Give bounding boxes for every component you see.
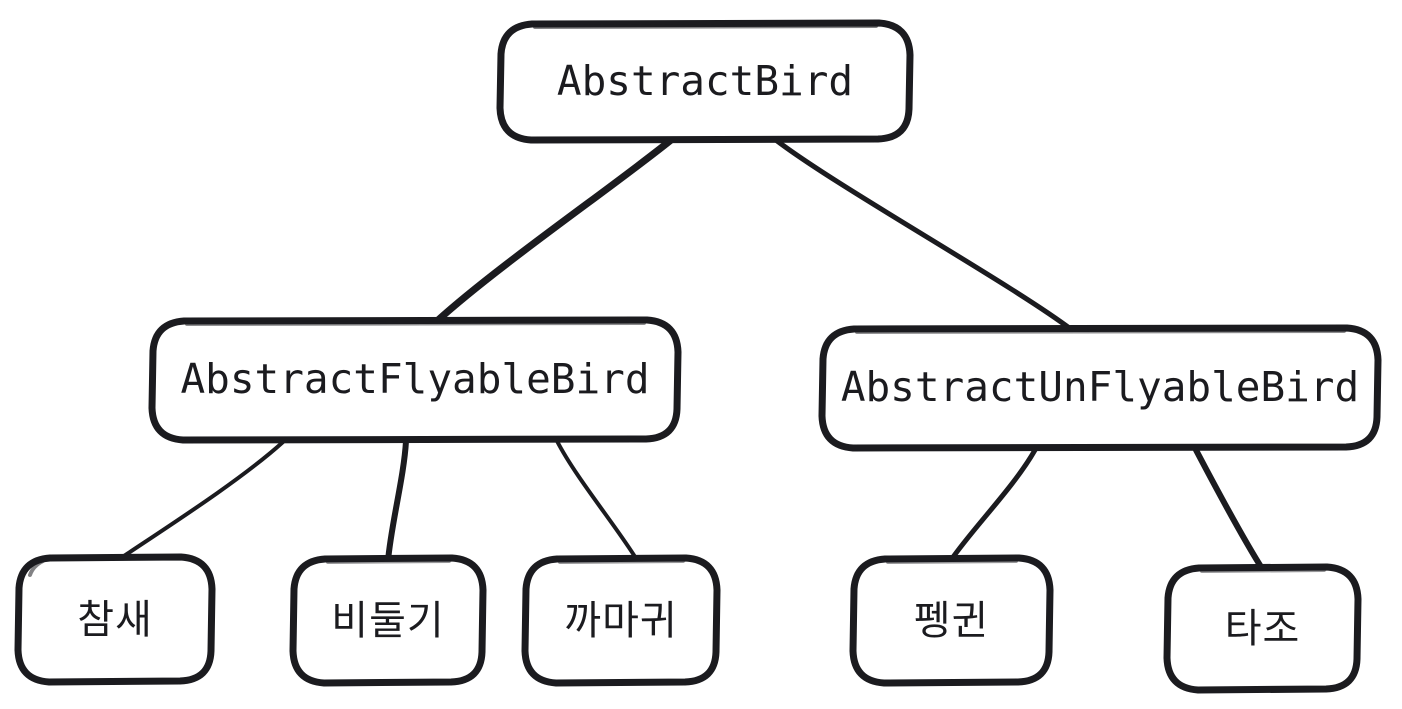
edge-abstractflyablebird-to-crow xyxy=(555,439,639,562)
edge-abstractflyablebird-to-sparrow xyxy=(116,440,285,562)
edge-abstractbird-to-abstractunflyablebird xyxy=(769,134,1075,333)
node-box-layer xyxy=(14,19,1382,694)
edge-layer xyxy=(116,132,1266,573)
node-box-pigeon[interactable] xyxy=(289,554,487,687)
edge-abstractbird-to-abstractflyablebird xyxy=(433,132,680,325)
edge-abstractunflyablebird-to-penguin xyxy=(948,447,1038,563)
edge-abstractflyablebird-to-pigeon xyxy=(385,438,409,564)
node-box-abstract-bird[interactable] xyxy=(496,19,914,144)
node-box-ostrich[interactable] xyxy=(1163,563,1362,694)
node-box-crow[interactable] xyxy=(521,554,721,687)
node-box-sparrow[interactable] xyxy=(14,553,216,686)
node-box-penguin[interactable] xyxy=(849,554,1054,687)
node-box-abstract-flyable-bird[interactable] xyxy=(148,316,682,444)
edge-abstractunflyablebird-to-ostrich xyxy=(1193,447,1266,573)
node-box-abstract-unflyable-bird[interactable] xyxy=(818,324,1382,452)
